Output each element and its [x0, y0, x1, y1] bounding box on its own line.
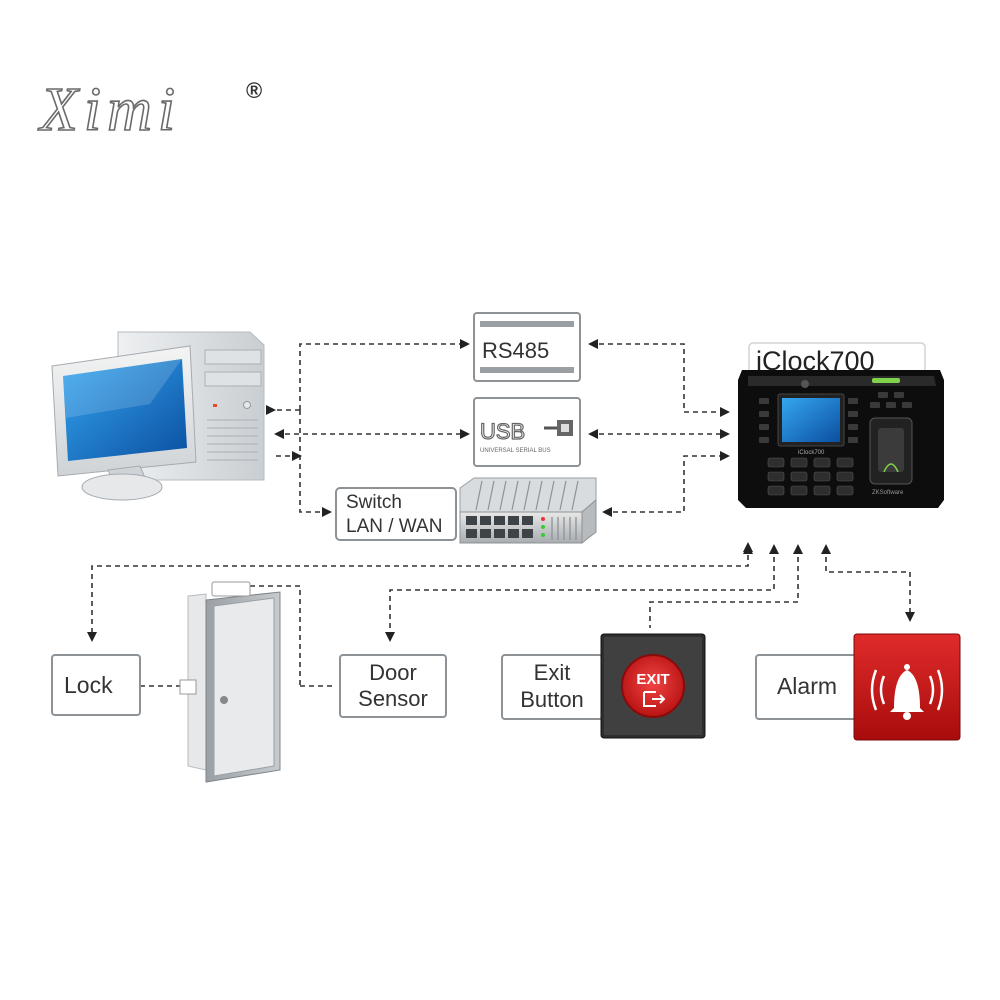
alarm-box: Alarm: [755, 633, 961, 741]
network-switch: Switch LAN / WAN: [335, 477, 597, 545]
registered-mark: ®: [246, 78, 262, 103]
usb-label: USB: [480, 419, 525, 444]
door-sensor-label-line2: Sensor: [358, 686, 428, 711]
switch-label-line1: Switch: [346, 492, 402, 513]
lock-label: Lock: [64, 672, 113, 698]
door-sensor-label-line1: Door: [369, 660, 417, 685]
exit-label-line1: Exit: [534, 660, 571, 685]
usb-caption: UNIVERSAL SERIAL BUS: [480, 448, 551, 454]
exit-button-icon: EXIT: [600, 633, 706, 739]
device-maker-label: ZKSoftware: [872, 490, 904, 496]
device-screen-label: iClock700: [798, 450, 825, 456]
brand-name: Ximi: [37, 76, 181, 144]
computer-icon: [51, 331, 265, 501]
peripheral-connections: [87, 542, 915, 687]
rs485-interface: RS485: [473, 312, 581, 382]
alarm-bell-icon: [853, 633, 961, 741]
device-connections: [588, 339, 730, 517]
door-sensor-box: Door Sensor: [339, 654, 447, 718]
iclock-device: iClock700 iClock700 ZKSoftware: [738, 342, 944, 508]
usb-interface: USB UNIVERSAL SERIAL BUS: [473, 397, 581, 467]
exit-sign-text: EXIT: [636, 671, 669, 688]
exit-button-box: Exit Button EXIT: [501, 633, 706, 739]
lock-box: Lock: [51, 654, 141, 716]
switch-label-line2: LAN / WAN: [346, 516, 442, 537]
alarm-label: Alarm: [777, 673, 837, 699]
switch-icon: [459, 477, 597, 545]
brand-logo: Ximi ®: [36, 75, 262, 145]
usb-icon: [544, 420, 573, 436]
computer-connections: [266, 339, 470, 517]
door-icon: [179, 581, 281, 783]
exit-label-line2: Button: [520, 687, 584, 712]
rs485-label: RS485: [482, 338, 549, 363]
